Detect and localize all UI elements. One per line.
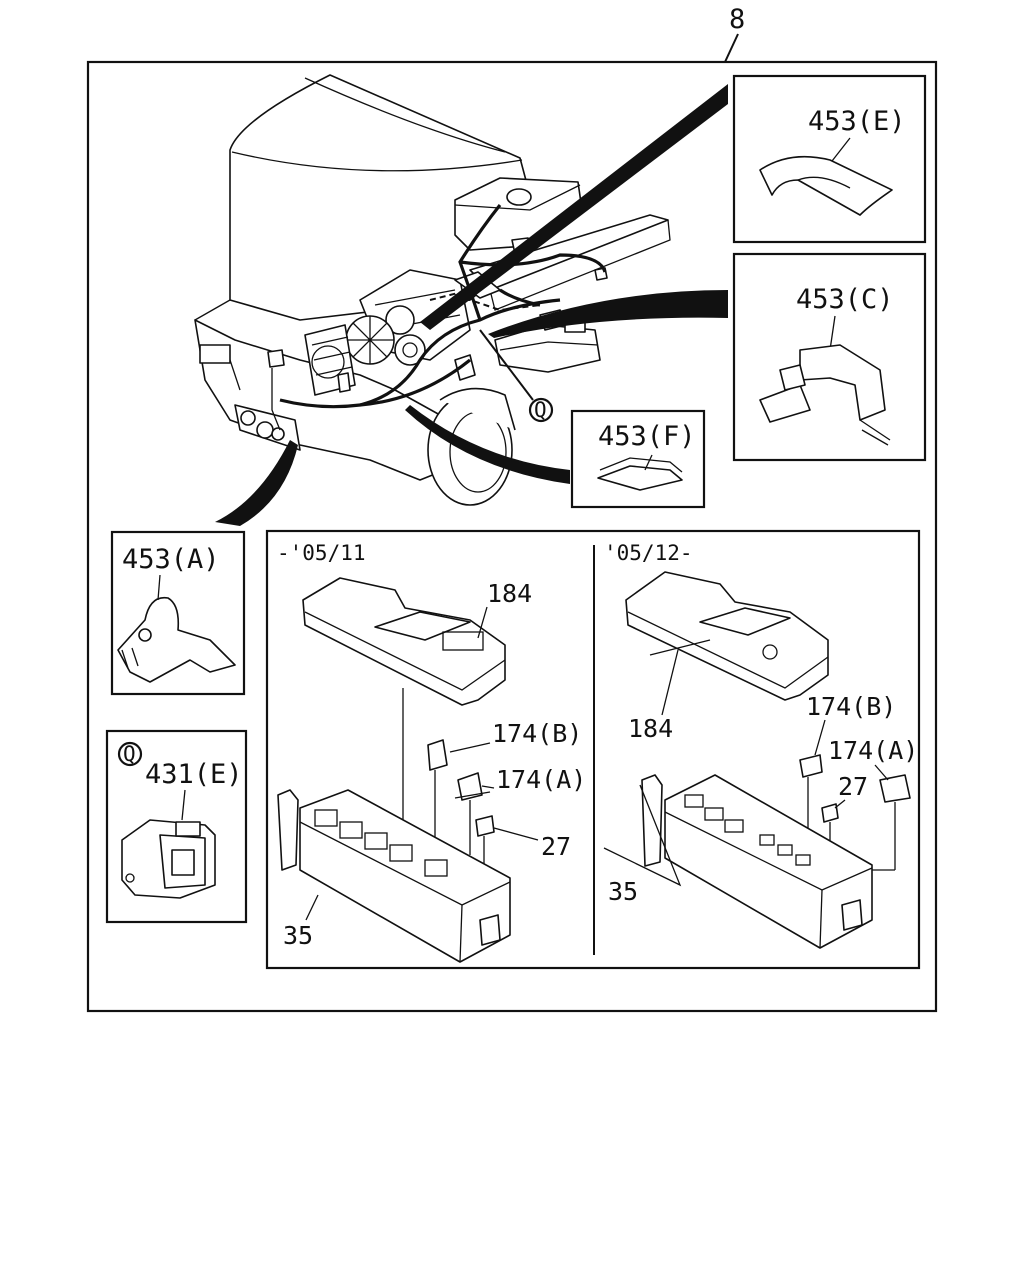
connector-to-453a bbox=[215, 440, 298, 526]
callout-453f-label: 453(F) bbox=[598, 421, 696, 452]
late-relay-b-label: 174(B) bbox=[806, 692, 896, 721]
connector-to-453c bbox=[488, 290, 728, 338]
early-relay-b-label: 174(B) bbox=[492, 719, 582, 748]
late-relay-a-label: 174(A) bbox=[828, 736, 918, 765]
callout-431e-label: 431(E) bbox=[145, 759, 243, 790]
fuse-box-late: '05/12- 184 174(B) 174(A) 27 3 bbox=[603, 541, 918, 949]
q-marker-leader bbox=[479, 329, 534, 401]
callout-453e: 453(E) bbox=[732, 74, 927, 244]
early-relay-a-label: 174(A) bbox=[496, 765, 586, 794]
callout-453e-label: 453(E) bbox=[808, 106, 906, 137]
early-fuse-label: 27 bbox=[541, 832, 571, 861]
callout-453c-label: 453(C) bbox=[796, 284, 894, 315]
callout-453f: 453(F) bbox=[570, 409, 706, 509]
early-cover-number: 184 bbox=[487, 579, 532, 608]
q-marker-circle bbox=[528, 397, 554, 423]
early-date-range: -'05/11 bbox=[277, 541, 366, 565]
connector-to-453e bbox=[420, 84, 728, 330]
truck-illustration bbox=[194, 74, 671, 506]
callout-453a: 453(A) bbox=[110, 530, 246, 696]
callout-431e-q-marker: Q bbox=[123, 742, 136, 766]
assembly-ref-number: 8 bbox=[729, 4, 745, 35]
fuse-box-early: -'05/11 184 174(B) 174(A) 27 3 bbox=[277, 541, 586, 963]
connector-to-453f bbox=[405, 405, 570, 484]
callout-453c: 453(C) bbox=[732, 252, 927, 462]
late-cover-number: 184 bbox=[628, 714, 673, 743]
q-marker-label: Q bbox=[534, 398, 547, 422]
assembly-ref-leader bbox=[724, 33, 739, 63]
late-date-range: '05/12- bbox=[604, 541, 693, 565]
late-fuse-label: 27 bbox=[838, 772, 868, 801]
late-base-label: 35 bbox=[608, 877, 638, 906]
early-base-label: 35 bbox=[283, 921, 313, 950]
callout-431e: Q 431(E) bbox=[105, 729, 248, 924]
callout-453a-label: 453(A) bbox=[122, 544, 220, 575]
